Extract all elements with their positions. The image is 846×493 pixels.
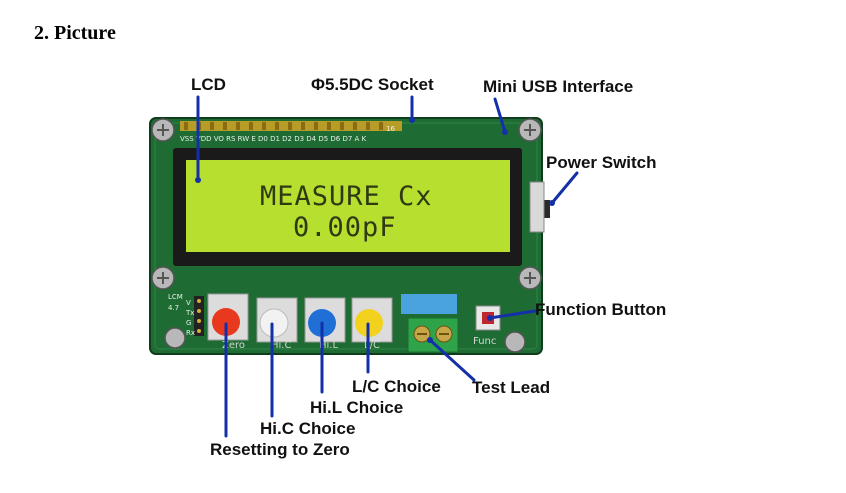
button-lc-label: L/C <box>364 340 380 351</box>
button-hic-cap <box>259 308 289 338</box>
lcm-label: LCM <box>168 293 183 301</box>
pin-mark-rx: Rx <box>186 329 195 337</box>
button-hil-label: Hi.L <box>319 340 338 351</box>
button-hic-label: Hi.C <box>271 340 291 351</box>
pin-labels: VSS VDD VO RS RW E D0 D1 D2 D3 D4 D5 D6 … <box>180 135 367 143</box>
annotation-usb: Mini USB Interface <box>483 77 634 96</box>
annotation-hic-choice: Hi.C Choice <box>260 419 356 438</box>
test-lead-terminal[interactable] <box>407 317 459 353</box>
pin-mark-v: V <box>186 299 191 307</box>
lcd-line-1: MEASURE Cx <box>260 181 433 212</box>
function-button-label: Func <box>473 336 496 347</box>
lcd-line-2: 0.00pF <box>293 212 397 243</box>
blue-component <box>401 294 457 314</box>
power-switch <box>540 200 550 218</box>
annotation-dc-socket: Φ5.5DC Socket <box>311 75 434 94</box>
button-hil[interactable] <box>304 297 346 343</box>
pin-mark-g: G <box>186 319 191 327</box>
pin-number: 16 <box>386 125 395 133</box>
voltage-label: 4.7 <box>168 304 179 312</box>
button-zero[interactable] <box>207 293 249 341</box>
annotation-function-button: Function Button <box>535 300 667 319</box>
lcd-screen <box>186 160 510 252</box>
button-lc[interactable] <box>351 297 393 343</box>
annotation-lcd: LCD <box>191 75 226 94</box>
annotation-lc-choice: L/C Choice <box>352 377 441 396</box>
annotation-test-lead: Test Lead <box>472 378 551 397</box>
annotation-zero: Resetting to Zero <box>210 440 350 459</box>
section-heading: 2. Picture <box>34 22 116 44</box>
annotation-power-switch: Power Switch <box>546 153 657 172</box>
button-zero-cap <box>212 308 240 336</box>
button-hic[interactable] <box>256 297 298 343</box>
button-zero-label: Zero <box>222 340 245 351</box>
pin-mark-tx: Tx <box>185 309 194 317</box>
pointer-lines <box>196 95 579 438</box>
header-pins <box>180 121 402 131</box>
annotation-hil-choice: Hi.L Choice <box>310 398 404 417</box>
